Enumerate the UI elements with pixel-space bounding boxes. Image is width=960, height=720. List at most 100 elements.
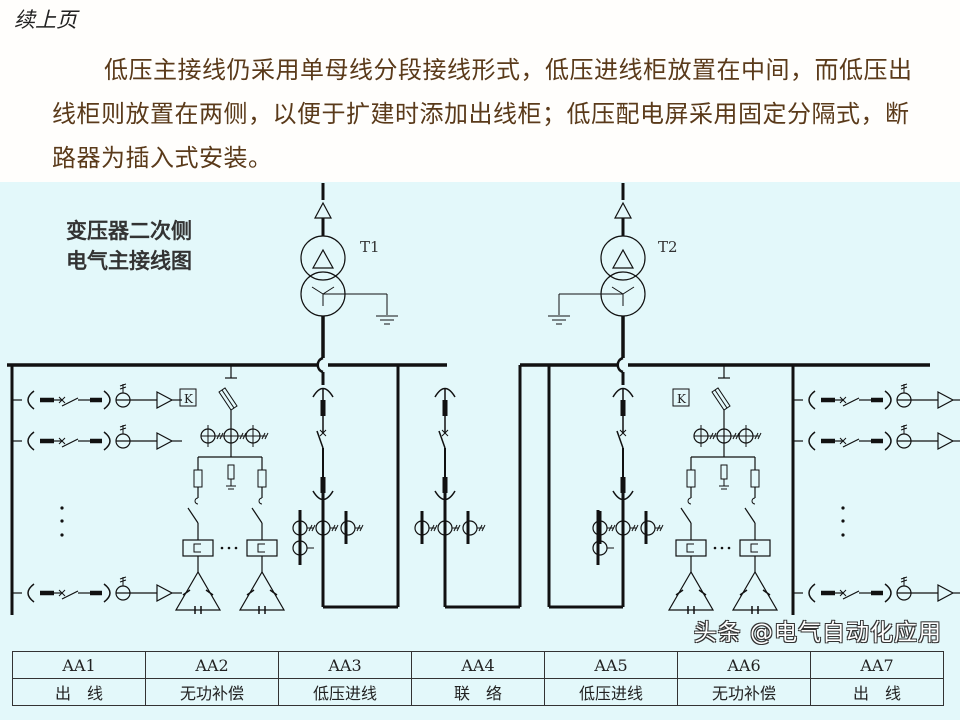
ellipsis-dot	[720, 546, 724, 550]
cabinet-code: AA2	[145, 651, 279, 679]
drawout-contact-icon	[103, 583, 111, 603]
ellipsis-dot	[220, 546, 224, 550]
ellipsis-dot	[727, 546, 731, 550]
capacitor-icon	[762, 589, 771, 596]
ct-mark-icon	[119, 424, 127, 431]
diagram-area	[0, 182, 960, 720]
fuse-icon	[193, 469, 203, 488]
thermal-relay-icon	[182, 539, 214, 557]
thermal-relay-icon	[686, 543, 694, 553]
controller-box	[672, 388, 690, 407]
cabinet-code: AA5	[544, 651, 678, 679]
drawout-contact-icon	[884, 390, 892, 410]
thermal-relay-icon	[246, 539, 278, 557]
breaker-x-icon	[58, 396, 66, 404]
cabinet-function: 出 线	[12, 678, 146, 706]
breaker-switch-icon	[616, 430, 624, 449]
thermal-relay-icon	[750, 543, 758, 553]
wye-icon	[622, 286, 635, 295]
cabinet-code: AA7	[810, 651, 944, 679]
contactor-switch-icon	[251, 507, 263, 524]
wye-icon	[611, 286, 624, 295]
surge-arrester-icon	[720, 464, 728, 480]
breaker-switch-icon	[61, 438, 79, 448]
ellipsis-dot	[713, 546, 717, 550]
ellipsis-dot	[60, 519, 64, 523]
incoming-arrow-icon	[614, 201, 632, 219]
ct-mark-icon	[119, 383, 127, 390]
diagram-title-line2: 电气主接线图	[66, 249, 192, 273]
breaker-x-icon	[619, 429, 627, 437]
capacitor-bank-icon	[238, 570, 286, 611]
crossover	[316, 356, 324, 374]
ct-mark-icon	[308, 524, 316, 532]
capacitor-icon	[675, 589, 684, 596]
ct-mark-icon	[900, 424, 908, 431]
breaker-x-icon	[839, 396, 847, 404]
breaker-switch-icon	[316, 430, 324, 449]
cabinet-function: 低压进线	[278, 678, 412, 706]
t1-primary-winding	[300, 235, 346, 281]
breaker-switch-icon	[842, 590, 860, 600]
drawout-contact-icon	[103, 431, 111, 451]
capacitor-bank-icon	[174, 570, 222, 611]
diagram-title: 变压器二次侧 电气主接线图	[66, 216, 192, 276]
cabinet-function: 联 络	[411, 678, 545, 706]
cabinet-function: 低压进线	[544, 678, 678, 706]
thermal-relay-icon	[675, 539, 707, 557]
breaker-x-icon	[839, 589, 847, 597]
wye-icon	[311, 286, 324, 295]
outgoing-arrow-icon	[937, 432, 955, 450]
ellipsis-dot	[841, 506, 845, 510]
capacitor-icon	[739, 589, 748, 596]
drawout-contact-icon	[808, 390, 816, 410]
fuse-icon	[711, 387, 731, 411]
controller-label: K	[184, 392, 194, 406]
contact-icon	[258, 497, 263, 505]
contact-icon	[687, 497, 692, 505]
drawout-contact-icon	[27, 390, 35, 410]
controller-box	[179, 388, 197, 407]
cabinet-code: AA4	[411, 651, 545, 679]
breaker-switch-icon	[61, 590, 79, 600]
cabinet-function-row: 出 线 无功补偿 低压进线 联 络 低压进线 无功补偿 出 线	[12, 678, 944, 706]
capacitor-bank-icon	[731, 570, 779, 611]
ct-mark-icon	[900, 383, 908, 390]
current-transformer-icon	[640, 520, 656, 536]
cabinet-function: 出 线	[810, 678, 944, 706]
capacitor-bank-icon	[667, 570, 715, 611]
capacitor-icon	[205, 589, 214, 596]
contactor-switch-icon	[187, 507, 199, 524]
cabinet-code: AA3	[278, 651, 412, 679]
delta-icon	[311, 248, 335, 269]
wye-icon	[322, 286, 335, 295]
ct-mark-icon	[900, 576, 908, 583]
ct-mark-icon	[453, 524, 461, 532]
cabinet-function: 无功补偿	[145, 678, 279, 706]
diagram-title-line1: 变压器二次侧	[66, 219, 192, 243]
capacitor-icon	[269, 589, 278, 596]
fuse-icon	[257, 469, 267, 488]
drawout-contact-icon	[27, 431, 35, 451]
ct-mark-icon	[119, 576, 127, 583]
cabinet-code: AA6	[677, 651, 811, 679]
cabinet-code: AA1	[12, 651, 146, 679]
cabinet-code-row: AA1 AA2 AA3 AA4 AA5 AA6 AA7	[12, 651, 944, 679]
breaker-switch-icon	[61, 397, 79, 407]
ellipsis-dot	[841, 533, 845, 537]
breaker-x-icon	[319, 429, 327, 437]
fuse-icon	[218, 387, 238, 411]
breaker-x-icon	[58, 589, 66, 597]
ct-mark-icon	[656, 524, 664, 532]
watermark: 头条 @电气自动化应用	[693, 620, 942, 646]
capacitor-icon	[698, 589, 707, 596]
ellipsis-dot	[227, 546, 231, 550]
breaker-x-icon	[839, 437, 847, 445]
ellipsis-dot	[60, 506, 64, 510]
breaker-x-icon	[58, 437, 66, 445]
breaker-switch-icon	[438, 430, 446, 449]
transformer-t2-label: T2	[658, 238, 678, 256]
crossover	[616, 356, 624, 374]
drawout-contact-icon	[103, 390, 111, 410]
